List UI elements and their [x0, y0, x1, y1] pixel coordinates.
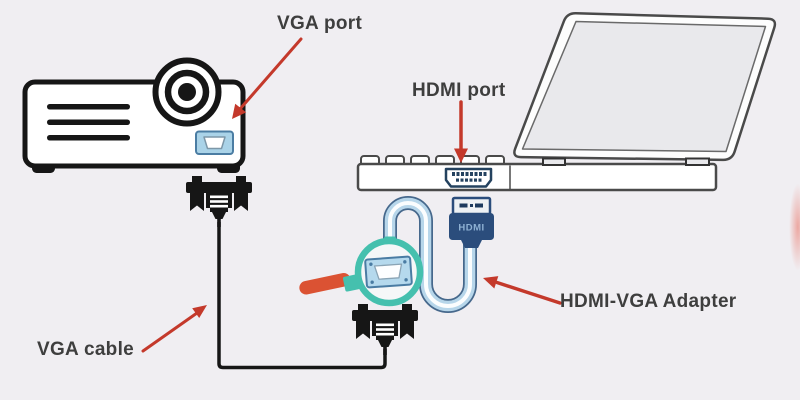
laptop-base — [356, 162, 718, 192]
hdmi-connector: HDMI — [449, 196, 494, 248]
projector-vents — [47, 104, 130, 141]
annotation-arrows — [141, 37, 562, 353]
hdmi-vga-adapter: HDMI — [299, 196, 494, 313]
projector-lens-icon — [152, 57, 222, 127]
hdmi-port-arrow — [454, 100, 468, 163]
laptop-screen — [513, 12, 777, 162]
vga-cable — [186, 176, 418, 370]
laptop-hinge-right — [685, 157, 710, 166]
projector — [22, 57, 246, 173]
vga-cable-label: VGA cable — [37, 339, 135, 360]
vga-port-label: VGA port — [277, 13, 363, 34]
vga-connector-adapter-end — [352, 304, 418, 355]
vga-port-arrow — [232, 37, 303, 119]
laptop — [356, 12, 777, 192]
vga-cable-line — [217, 222, 387, 370]
vga-connector-projector-end — [186, 176, 252, 227]
vga-cable-arrow — [141, 305, 207, 353]
adapter-arrow — [483, 276, 562, 305]
hdmi-port-label: HDMI port — [412, 80, 506, 101]
laptop-hdmi-port — [444, 167, 493, 188]
projector-vga-port — [195, 130, 234, 155]
adapter-handle — [299, 272, 361, 295]
edge-smudge — [789, 183, 800, 271]
adapter-cable — [383, 196, 477, 313]
adapter-vga-port — [364, 255, 413, 289]
adapter-label: HDMI-VGA Adapter — [560, 291, 737, 312]
laptop-screen-panel — [521, 20, 767, 153]
hdmi-connector-body — [449, 213, 494, 240]
hdmi-connector-label: HDMI — [458, 223, 484, 234]
laptop-hinge-left — [542, 157, 566, 166]
